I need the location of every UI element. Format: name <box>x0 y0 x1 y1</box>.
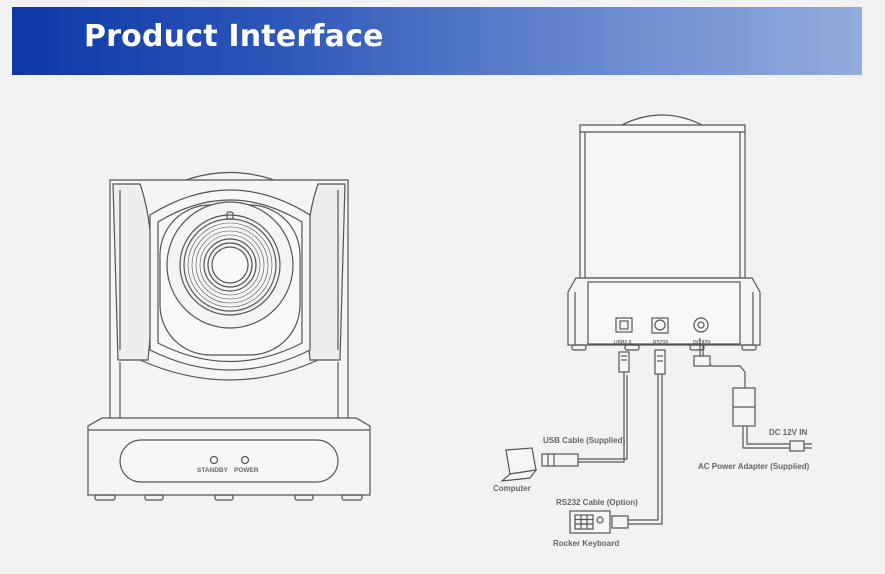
standby-label: STANDBY <box>197 467 229 474</box>
dc-in-label: DC 12V IN <box>769 428 807 437</box>
usb-port-label: USB2.0 <box>614 340 632 346</box>
rocker-keyboard-label: Rocker Keyboard <box>553 539 619 548</box>
usb-cable <box>541 351 630 467</box>
rear-view-camera <box>567 114 761 351</box>
front-view-camera <box>87 171 371 501</box>
power-cable <box>693 338 812 452</box>
page-title: Product Interface <box>84 19 384 54</box>
rs232-cable <box>611 349 666 529</box>
rs232-port-label: RS232 <box>653 340 669 346</box>
rocker-keyboard-icon <box>569 510 611 534</box>
rs232-cable-label: RS232 Cable (Option) <box>556 498 638 507</box>
header-banner: Product Interface <box>12 7 862 75</box>
power-label: POWER <box>234 467 259 474</box>
dc-port-label: DC 12V <box>693 340 711 346</box>
usb-cable-label: USB Cable (Supplied) <box>543 436 626 445</box>
ac-adapter-label: AC Power Adapter (Supplied) <box>698 462 810 471</box>
computer-label: Computer <box>493 484 531 493</box>
laptop-icon <box>500 447 538 482</box>
